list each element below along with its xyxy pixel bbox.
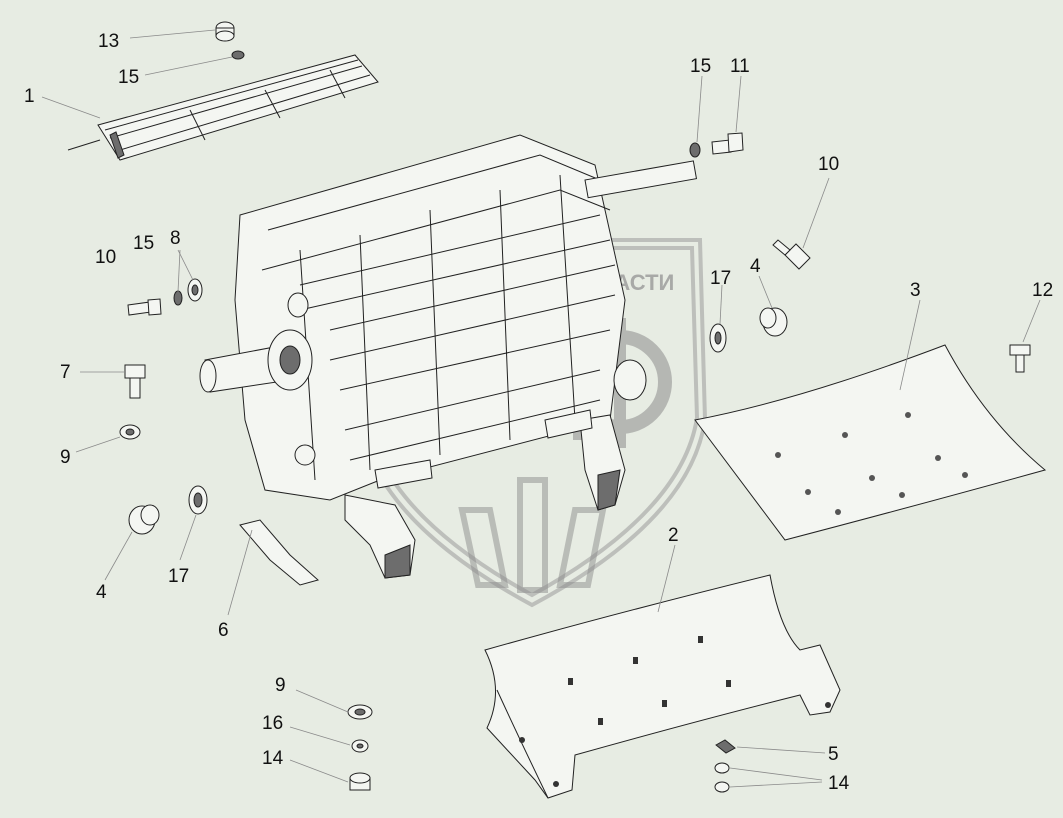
part-1-frame (67, 54, 379, 161)
label-11: 11 (730, 56, 750, 77)
label-9: 9 (60, 447, 71, 468)
part-2-tray (484, 574, 841, 799)
label-12: 12 (1032, 280, 1053, 301)
label-10: 10 (95, 247, 116, 268)
label-9: 9 (275, 675, 286, 696)
part-15-washer-left (173, 290, 183, 306)
part-13-nut (215, 21, 235, 42)
part-11-bolt (711, 132, 744, 155)
part-3-cover (694, 344, 1047, 541)
part-15-washer-top (231, 50, 245, 60)
part-4-plug-left (128, 504, 160, 535)
part-17-gasket-right (709, 323, 727, 353)
label-1: 1 (24, 86, 35, 107)
part-10-bolt-left (127, 298, 162, 316)
label-13: 13 (98, 31, 119, 52)
label-5: 5 (828, 744, 839, 765)
part-12-bolt (1009, 344, 1031, 373)
callout-labels: 13 15 1 15 11 10 10 15 8 17 4 3 12 7 9 4… (24, 31, 1053, 794)
label-4: 4 (96, 582, 107, 603)
part-9-washer-left (119, 424, 141, 440)
label-6: 6 (218, 620, 229, 641)
part-5-plate (715, 739, 736, 754)
part-9-washer-bottom (347, 704, 373, 720)
part-10-bolt-right (772, 239, 811, 270)
label-16: 16 (262, 713, 283, 734)
part-4-plug-right (759, 307, 788, 337)
label-14: 14 (262, 748, 284, 769)
part-8-washer (187, 278, 203, 302)
part-7-bolt (124, 364, 146, 399)
label-2: 2 (668, 525, 679, 546)
label-3: 3 (910, 280, 921, 301)
label-8: 8 (170, 228, 181, 249)
thresher-housing (199, 134, 698, 579)
part-17-gasket-left (188, 485, 208, 515)
label-4: 4 (750, 256, 761, 277)
part-14-nut-left (349, 772, 371, 791)
label-15: 15 (690, 56, 711, 77)
label-14: 14 (828, 773, 850, 794)
label-10: 10 (818, 154, 839, 175)
part-16-lockwasher (351, 739, 369, 753)
label-7: 7 (60, 362, 71, 383)
part-14-nuts-right (714, 762, 730, 793)
part-15-washer-right (689, 142, 701, 158)
label-15: 15 (133, 233, 154, 254)
part-6-plate (239, 519, 320, 586)
wheat-emblem (458, 477, 607, 593)
label-17: 17 (168, 566, 189, 587)
label-15: 15 (118, 67, 139, 88)
leader-lines (41, 29, 1041, 788)
label-17: 17 (710, 268, 731, 289)
